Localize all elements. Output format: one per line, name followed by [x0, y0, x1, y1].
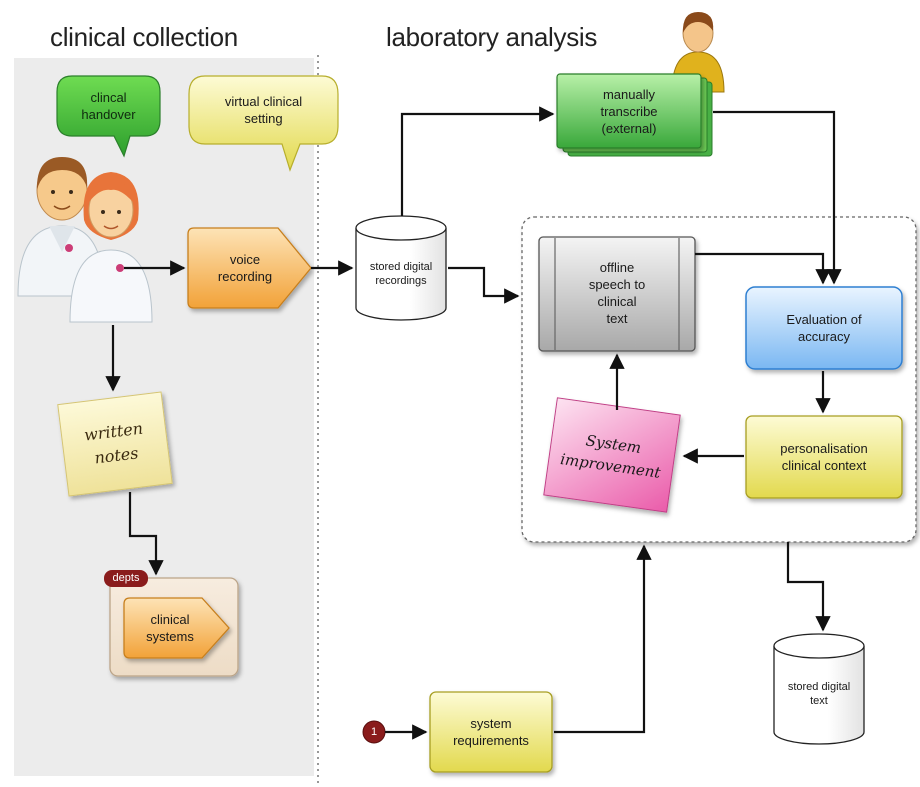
- clinical-systems-line-1: clinical: [150, 612, 190, 627]
- manual-transcribe-line-3: (external): [601, 120, 657, 136]
- stored-text-line-2: text: [810, 695, 828, 707]
- clinical-systems-shape: [123, 597, 230, 659]
- personalisation-shape: [745, 415, 903, 499]
- offline-speech-line-3: clinical: [597, 294, 637, 309]
- arrow-stored-to-transcribe: [400, 106, 555, 216]
- section-title-clinical-collection: clinical collection: [50, 22, 238, 52]
- depts-badge: depts: [112, 572, 140, 584]
- section-title-laboratory-analysis: laboratory analysis: [386, 22, 598, 52]
- arrow-notes-to-depts: [128, 492, 164, 576]
- written-notes-shape: [57, 391, 173, 497]
- manual-transcribe-line-1: manually: [602, 86, 655, 102]
- offline-speech-shape: [538, 236, 696, 352]
- stored-recordings-line-2: recordings: [375, 275, 427, 287]
- system-requirements-shape: [429, 691, 553, 773]
- clinical-handover-line-2: handover: [81, 107, 136, 122]
- manual-transcribe-shape: [556, 73, 713, 157]
- personalisation-line-2: clinical context: [781, 458, 867, 473]
- evaluation-line-2: accuracy: [797, 329, 850, 344]
- stored-recordings-cylinder: [355, 215, 447, 321]
- voice-recording-node: voice recording: [190, 230, 300, 306]
- clinical-handover-line-1: clincal: [90, 90, 127, 105]
- virtual-setting-line-2: setting: [244, 111, 283, 126]
- system-improvement-shape: [543, 397, 681, 513]
- stored-recordings-line-1: stored digital: [369, 261, 433, 273]
- stored-text-node: stored digital text: [774, 664, 864, 724]
- personalisation-line-1: personalisation: [780, 441, 868, 456]
- voice-recording-shape: [187, 227, 312, 309]
- arrow-offline-to-evaluation: [695, 252, 831, 285]
- arrow-requirements-to-frame: [554, 544, 652, 734]
- arrow-stored-to-frame: [448, 266, 520, 304]
- system-requirements-line-1: system: [470, 716, 512, 731]
- offline-speech-line-1: offline: [599, 260, 635, 275]
- virtual-setting-bubble: [188, 75, 339, 172]
- clinical-handover-label: clincal handover: [57, 80, 160, 132]
- offline-speech-line-2: speech to: [588, 277, 646, 292]
- arrow-frame-to-stored-text: [786, 542, 831, 632]
- personalisation-node: personalisation clinical context: [746, 416, 902, 498]
- voice-recording-line-2: recording: [217, 269, 273, 284]
- evaluation-line-1: Evaluation of: [786, 312, 862, 327]
- start-marker: 1: [370, 725, 378, 738]
- stored-text-cylinder: [773, 633, 865, 745]
- system-requirements-node: system requirements: [430, 692, 552, 772]
- system-requirements-line-2: requirements: [453, 733, 529, 748]
- evaluation-shape: [745, 286, 903, 370]
- offline-speech-node: offline speech to clinical text: [557, 240, 677, 346]
- stored-text-line-1: stored digital: [787, 681, 851, 693]
- clinical-systems-node: clinical systems: [124, 600, 216, 656]
- evaluation-node: Evaluation of accuracy: [746, 287, 902, 369]
- virtual-setting-label: virtual clinical setting: [189, 80, 338, 140]
- stored-recordings-node: stored digital recordings: [356, 244, 446, 304]
- two-clinicians-icon: [17, 157, 153, 323]
- arrow-transcribe-to-evaluation: [713, 110, 842, 285]
- connectors: [105, 106, 842, 740]
- manual-transcribe-line-2: transcribe: [600, 103, 658, 119]
- virtual-setting-line-1: virtual clinical: [224, 94, 303, 109]
- offline-speech-line-4: text: [606, 311, 628, 326]
- depts-badge-shape: [104, 570, 148, 587]
- clinical-systems-line-2: systems: [146, 629, 194, 644]
- clinical-handover-bubble: [56, 75, 161, 158]
- voice-recording-line-1: voice: [229, 252, 261, 267]
